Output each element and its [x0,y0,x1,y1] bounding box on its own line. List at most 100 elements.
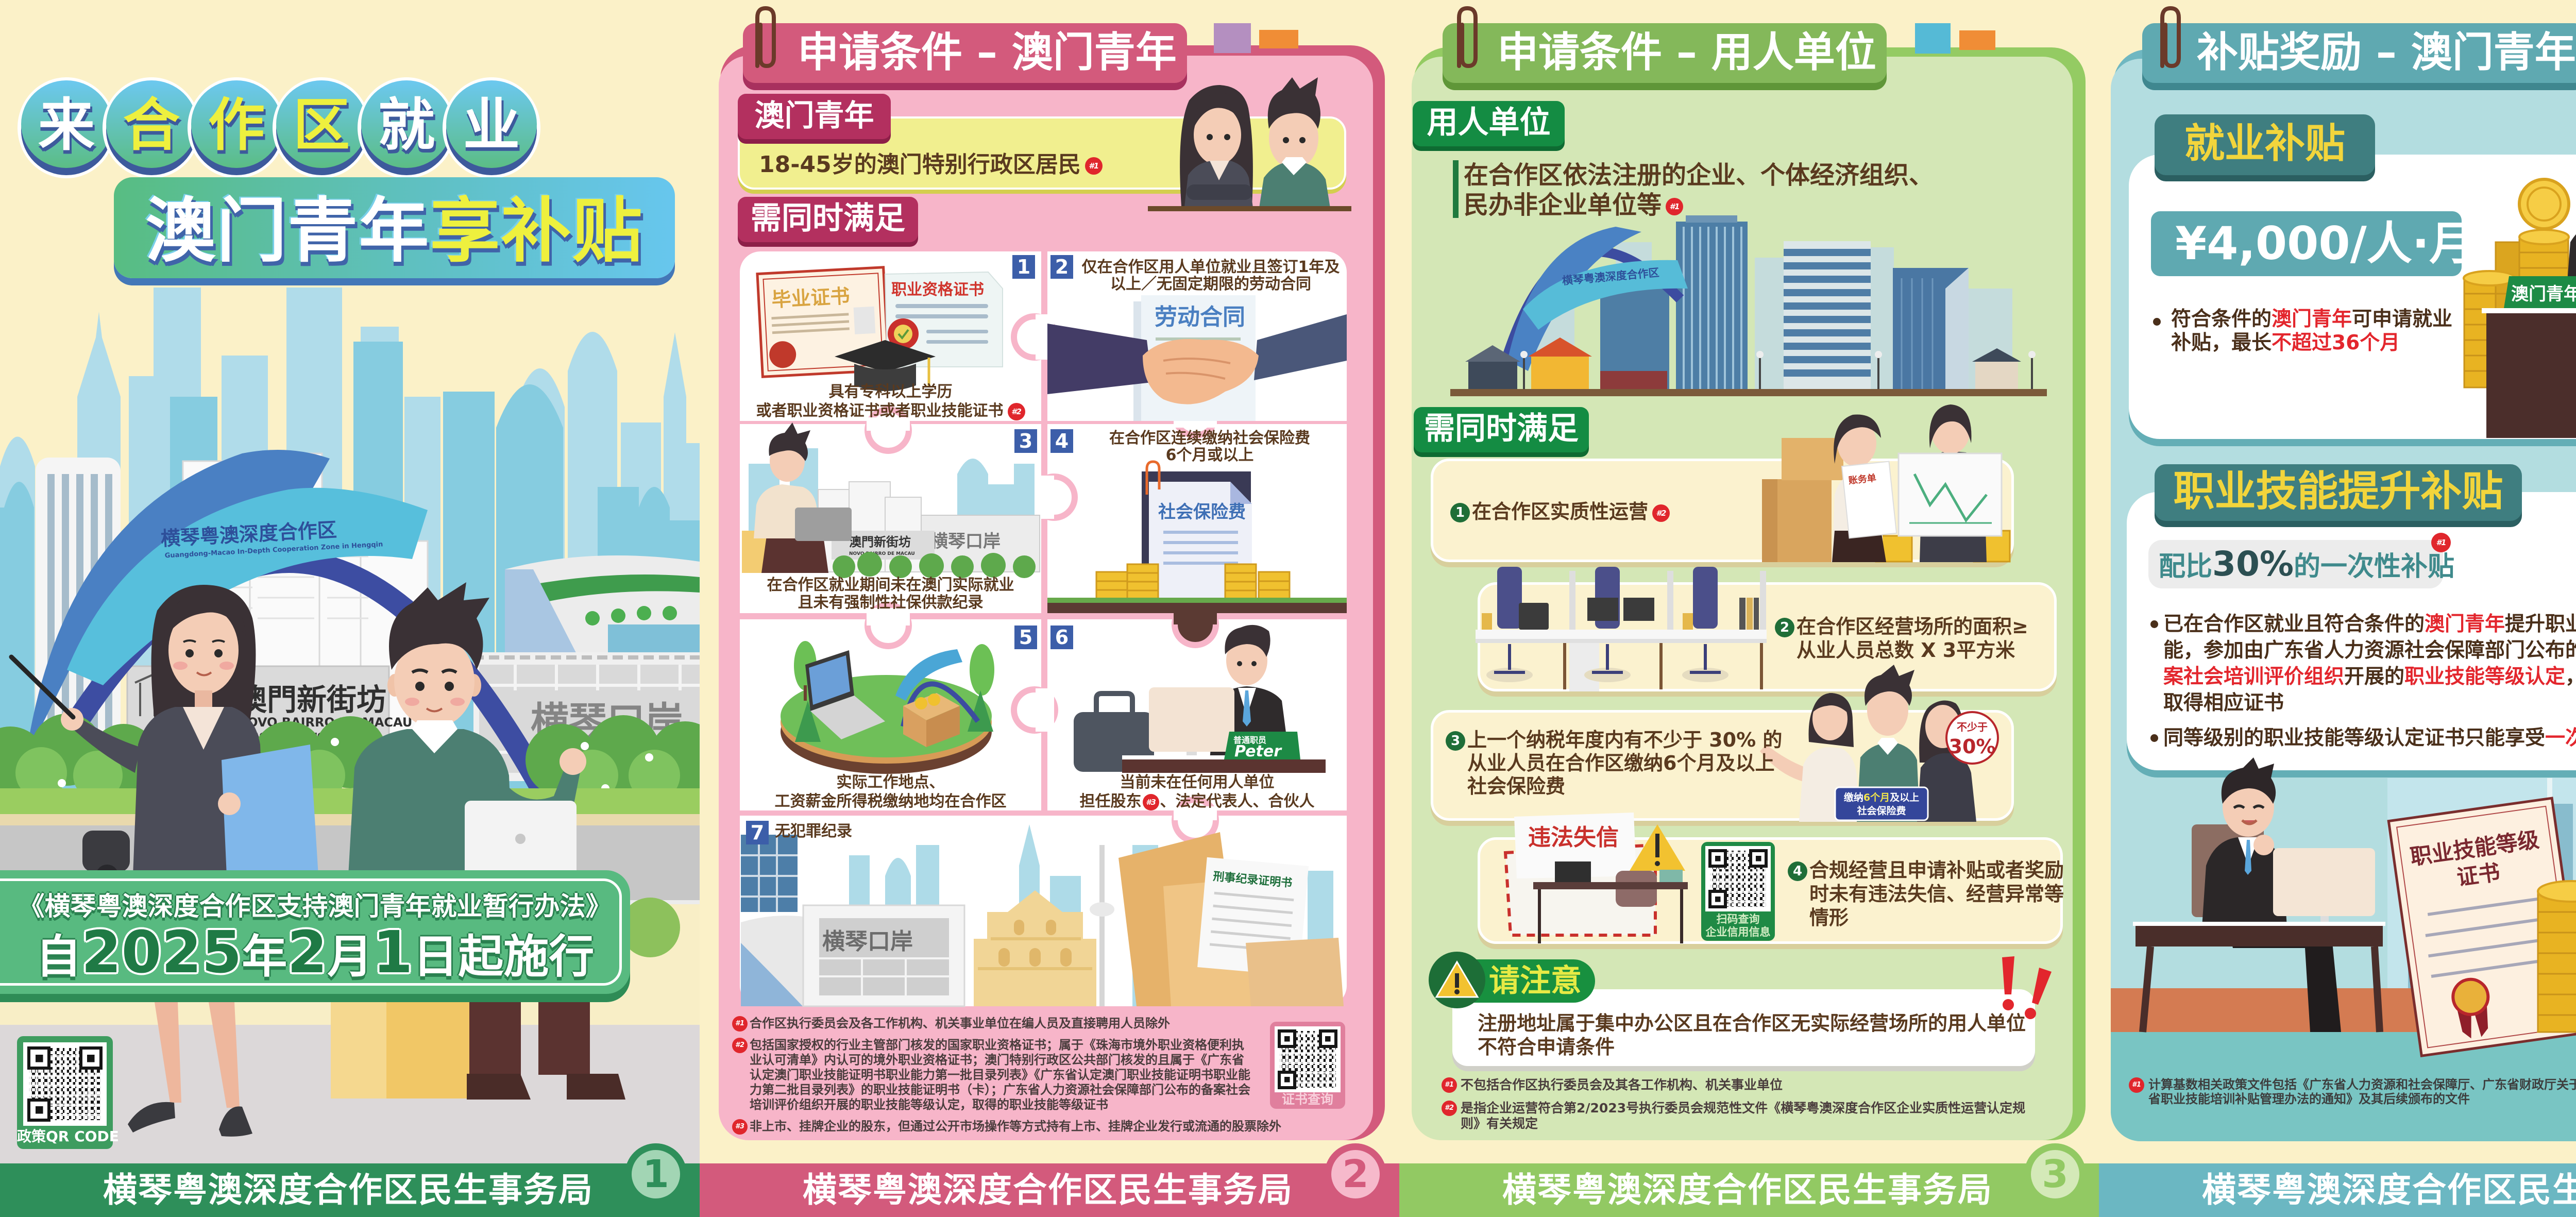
condition-line: 具有专科以上学历 [828,383,953,401]
panel-4-subsidies: 补贴奖励 – 澳门青年 [2099,0,2576,1217]
certificates-illustration: 毕业证书 职业资格证书 [756,266,1003,391]
bullet-segment: 符合条件的 [2171,308,2272,331]
footer-bar: 横琴粤澳深度合作区民生事务局 [2099,1163,2576,1217]
condition-line: 担任股东#3、法定代表人、合伙人 [1047,792,1347,811]
section-title: 申请条件 – 用人单位 [1443,23,1887,83]
desk-sign-text: 澳门青年 [2511,284,2576,305]
warning-icon [1429,952,1485,1008]
certificate-office-illustration: 职业技能等级 证书 [2111,757,2576,1057]
condition-number-6: 6 [1050,626,1073,649]
employees-illustration: 不少于 30% 缴纳6个月及以上 社会保险费 [1760,665,1999,822]
notice-line: 不符合申请条件 [1478,1036,1615,1058]
policy-banner: 《横琴粤澳深度合作区支持澳门青年就业暂行办法》 自2025年2月1日起施行 [0,870,630,994]
footer-organization: 横琴粤澳深度合作区民生事务局 [1502,1170,1993,1210]
condition-line: 或者职业资格证书或者职业技能证书#2 [740,401,1041,420]
bullet-highlight: 一次 [2545,726,2576,750]
port-sign-text: 横琴口岸 [930,531,1001,552]
employer-definition-text: 民办非企业单位等 [1464,191,1662,219]
decor-square-orange [1959,30,1995,50]
handshake-contract-illustration: 劳动合同 [1047,295,1347,421]
social-insurance-illustration: 社会保险费 [1047,460,1347,613]
note-badge: #3 [1142,793,1159,810]
note-badge: #1 [2431,533,2451,552]
woman-presenter-illustration [9,585,318,876]
man-with-laptop-illustration [348,582,586,879]
subheadline-white: 澳门青年 [145,191,430,272]
bullet-dot-icon [2153,318,2161,326]
headline-circle: 作 [188,77,285,178]
condition-line: 在合作区连续缴纳社会保险费 [1109,429,1310,447]
condition-number-1: 1 [1012,255,1035,279]
condition-line: 且未有强制性社保供款纪录 [798,594,984,612]
condition-line: 以上／无固定期限的劳动合同 [1110,275,1311,293]
dishonesty-warning-illustration: 违法失信 [1503,813,1688,943]
condition-line: 6个月或以上 [1165,446,1254,464]
employee-desk-illustration: 普通职员 Peter [1074,624,1326,773]
bullet-text: 同等级别的职业技能等级认定证书只能享受一次补贴 [2163,725,2576,751]
headline-char: 作 [208,92,265,158]
requirement-line: 从业人员在合作区缴纳6个月及以上 [1467,752,1775,774]
sign-line-2: 社会保险费 [1856,805,1906,817]
qr-label: 政策QR CODE [17,1128,119,1145]
youth-requirement-illustrations: 毕业证书 职业资格证书 劳动合同 [741,77,1351,1007]
condition-number-5: 5 [1014,626,1037,649]
employment-subsidy-bullet: 符合条件的澳门青年可申请就业补贴，最长不超过36个月 [2153,308,2462,355]
notice-line: 注册地址属于集中办公区且在合作区无实际经营场所的用人单位 [1478,1012,2026,1035]
condition-line: 实际工作地点、 [836,773,945,791]
condition-text-5: 实际工作地点、 工资薪金所得税缴纳地均在合作区 [740,773,1041,811]
qr-label: 证书查询 [1281,1092,1333,1107]
requirement-line: 情形 [1809,906,1849,929]
qr-code-image [23,1042,107,1126]
footnote-text: 包括国家授权的行业主管部门核发的国家职业资格证书；属于《珠海市境外职业资格便利执… [750,1038,1250,1112]
paperclip-icon [2160,6,2181,69]
condition-line: 工资薪金所得税缴纳地均在合作区 [774,792,1007,810]
bullet-dot-icon [2150,620,2158,628]
bullet-segment: ，并取得相应证书 [2163,665,2576,715]
criminal-record-illustration: 横琴口岸 刑事纪录证明书 [741,824,1344,1007]
bullet-highlight: 澳门青年 [2272,308,2352,331]
qr-finder [1318,1029,1337,1049]
bullet-segment: 开展的 [2344,665,2405,688]
condition-text-3: 在合作区就业期间未在澳门实际就业 且未有强制性社保供款纪录 [740,577,1041,612]
office-workspace-illustration [1476,567,1767,691]
bullet-highlight: 澳门青年 [2425,613,2505,636]
condition-line-text: 或者职业资格证书或者职业技能证书 [756,402,1004,420]
headline-char: 就 [378,92,435,158]
macau-neighbourhood-illustration: 横琴口岸 澳門新街坊 NOVO BAIRRO DE MACAU [742,422,1040,578]
qr-code-image [1705,846,1771,911]
hengqin-stadium [505,555,700,665]
headline-circle: 业 [443,77,540,178]
subtab-employment-subsidy: 就业补贴 [2155,114,2375,175]
requirement-number: 2 [1775,618,1794,637]
section-title: 申请条件 – 澳门青年 [743,23,1187,83]
badge-value-text: 30% [1949,735,1996,758]
qr-finder [1278,1070,1297,1089]
footer-organization: 横琴粤澳深度合作区民生事务局 [2202,1170,2576,1210]
footnote-mark: #1 [732,1016,748,1032]
certificate-title-line-2: 证书 [2455,859,2501,890]
bullet-highlight: 不超过36个月 [2272,331,2400,354]
note-badge: #2 [1652,504,1670,522]
cooperation-zone-city-illustration: 横琴粤澳深度合作区 [1450,215,2047,396]
qr-finder [1708,849,1727,868]
page-number-badge: 3 [2024,1143,2086,1205]
page-number: 3 [2031,1150,2079,1198]
qr-label-line: 企业信用信息 [1705,926,1771,939]
note-badge: #1 [1084,157,1103,175]
footnote-mark: #2 [1442,1101,1457,1116]
panel-3-employer-requirements: 申请条件 – 用人单位 用人单位 在合作区依法注册的企业、个体经济组织、 民办非… [1399,0,2099,1217]
headline-char: 区 [293,92,350,158]
condition-number-7: 7 [746,821,769,844]
effective-date: 自2025年2月1日起施行 [0,924,630,986]
warning-triangle-icon [1435,960,1479,998]
qr-finder [1278,1029,1297,1049]
footnote-mark: #1 [2129,1077,2144,1093]
qr-finder [79,1046,103,1070]
date-month-unit: 月 [327,930,373,983]
